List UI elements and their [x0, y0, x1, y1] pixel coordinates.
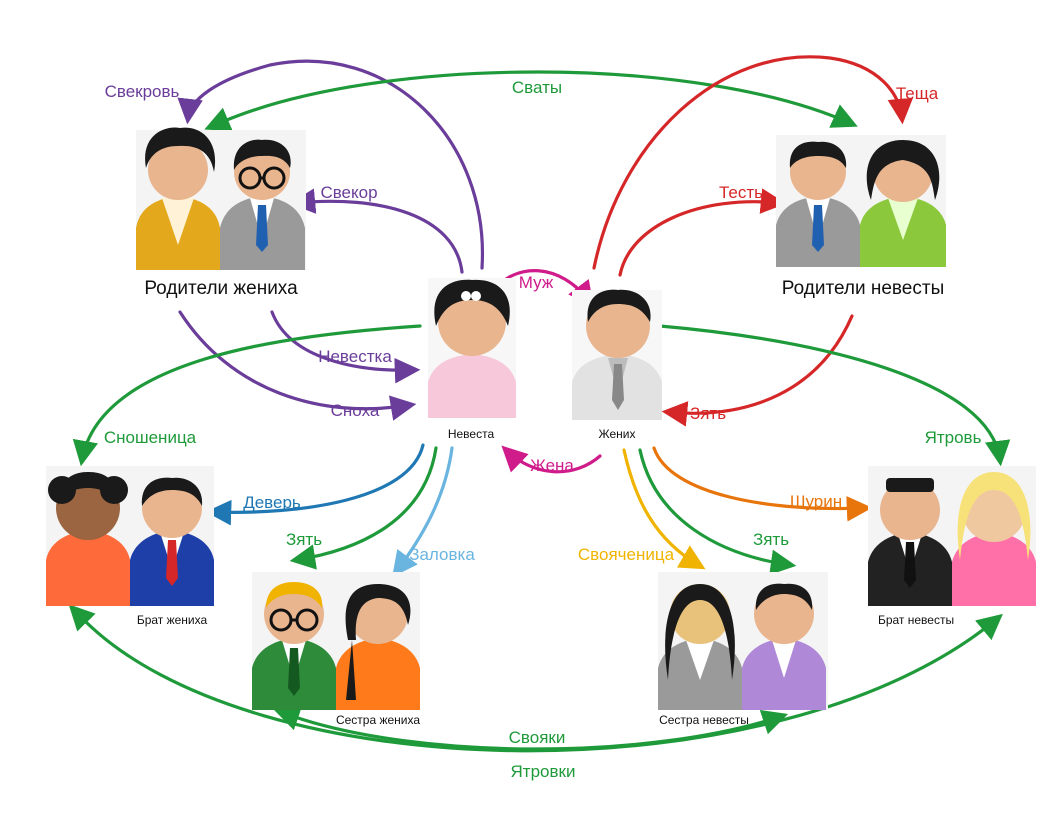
rel-nevestka: Невестка [318, 347, 392, 366]
arrow-snokha [178, 310, 417, 421]
label-groom-brother: Брат жениха [137, 613, 208, 627]
arrow-shurin [652, 446, 873, 522]
arrow-zalovka [392, 446, 454, 578]
label-groom-parents: Родители жениха [144, 278, 298, 299]
rel-tescha: Теща [896, 84, 939, 103]
bride-sister-figures [658, 572, 828, 710]
arrow-yatrovki [68, 604, 1003, 753]
rel-svoyachenitsa: Свояченица [578, 545, 675, 564]
rel-zyat-groom-sister: Зять [286, 530, 322, 549]
arrow-svekrov [177, 59, 485, 270]
arrow-zhena [501, 445, 602, 474]
arrow-zyat-parents [661, 314, 854, 427]
rel-svoyaki: Свояки [509, 728, 566, 747]
groom-brother-figures [46, 466, 214, 606]
arrow-test [618, 188, 787, 277]
arrow-svoyaki [273, 705, 789, 751]
rel-svekrov: Свекровь [105, 82, 180, 101]
groom-sister-figures [252, 572, 420, 710]
groom-parents-figures [136, 127, 306, 270]
rel-svaty: Сваты [512, 78, 562, 97]
label-bride: Невеста [448, 427, 495, 441]
rel-zyat-bride-sister: Зять [753, 530, 789, 549]
arrow-zyat-bride-sister [638, 448, 797, 575]
rel-yatrov: Ятровь [925, 428, 982, 447]
bride-figure [428, 278, 516, 418]
arrow-svekor [289, 188, 464, 274]
arrow-zyat-groom-sister [289, 446, 438, 570]
label-bride-brother: Брат невесты [878, 613, 954, 627]
rel-snoshenitsa: Сношеница [104, 428, 197, 447]
rel-zhena: Жена [530, 456, 574, 475]
rel-snokha: Сноха [331, 401, 380, 420]
rel-zalovka: Заловка [409, 545, 475, 564]
label-bride-sister: Сестра невесты [659, 713, 749, 727]
rel-yatrovki: Ятровки [511, 762, 576, 781]
arrow-dever [205, 443, 425, 526]
label-groom-sister: Сестра жениха [336, 713, 420, 727]
groom-figure [572, 289, 662, 420]
arrow-nevestka [270, 310, 421, 384]
label-bride-parents: Родители невесты [782, 278, 944, 299]
rel-test: Тесть [719, 183, 763, 202]
arrow-svoyachenitsa [622, 448, 706, 570]
arrow-tescha [592, 55, 914, 270]
arrow-snoshenitsa [72, 324, 422, 467]
rel-shurin: Шурин [790, 492, 842, 511]
rel-muzh: Муж [519, 273, 554, 292]
arrow-yatrov [658, 324, 1011, 467]
label-groom: Жених [599, 427, 636, 441]
rel-zyat-parents: Зять [690, 404, 726, 423]
bride-parents-figures [776, 135, 946, 267]
rel-svekor: Свекор [320, 183, 377, 202]
bride-brother-figures [868, 466, 1036, 606]
rel-dever: Деверь [243, 493, 301, 512]
arrow-svaty [204, 70, 858, 132]
